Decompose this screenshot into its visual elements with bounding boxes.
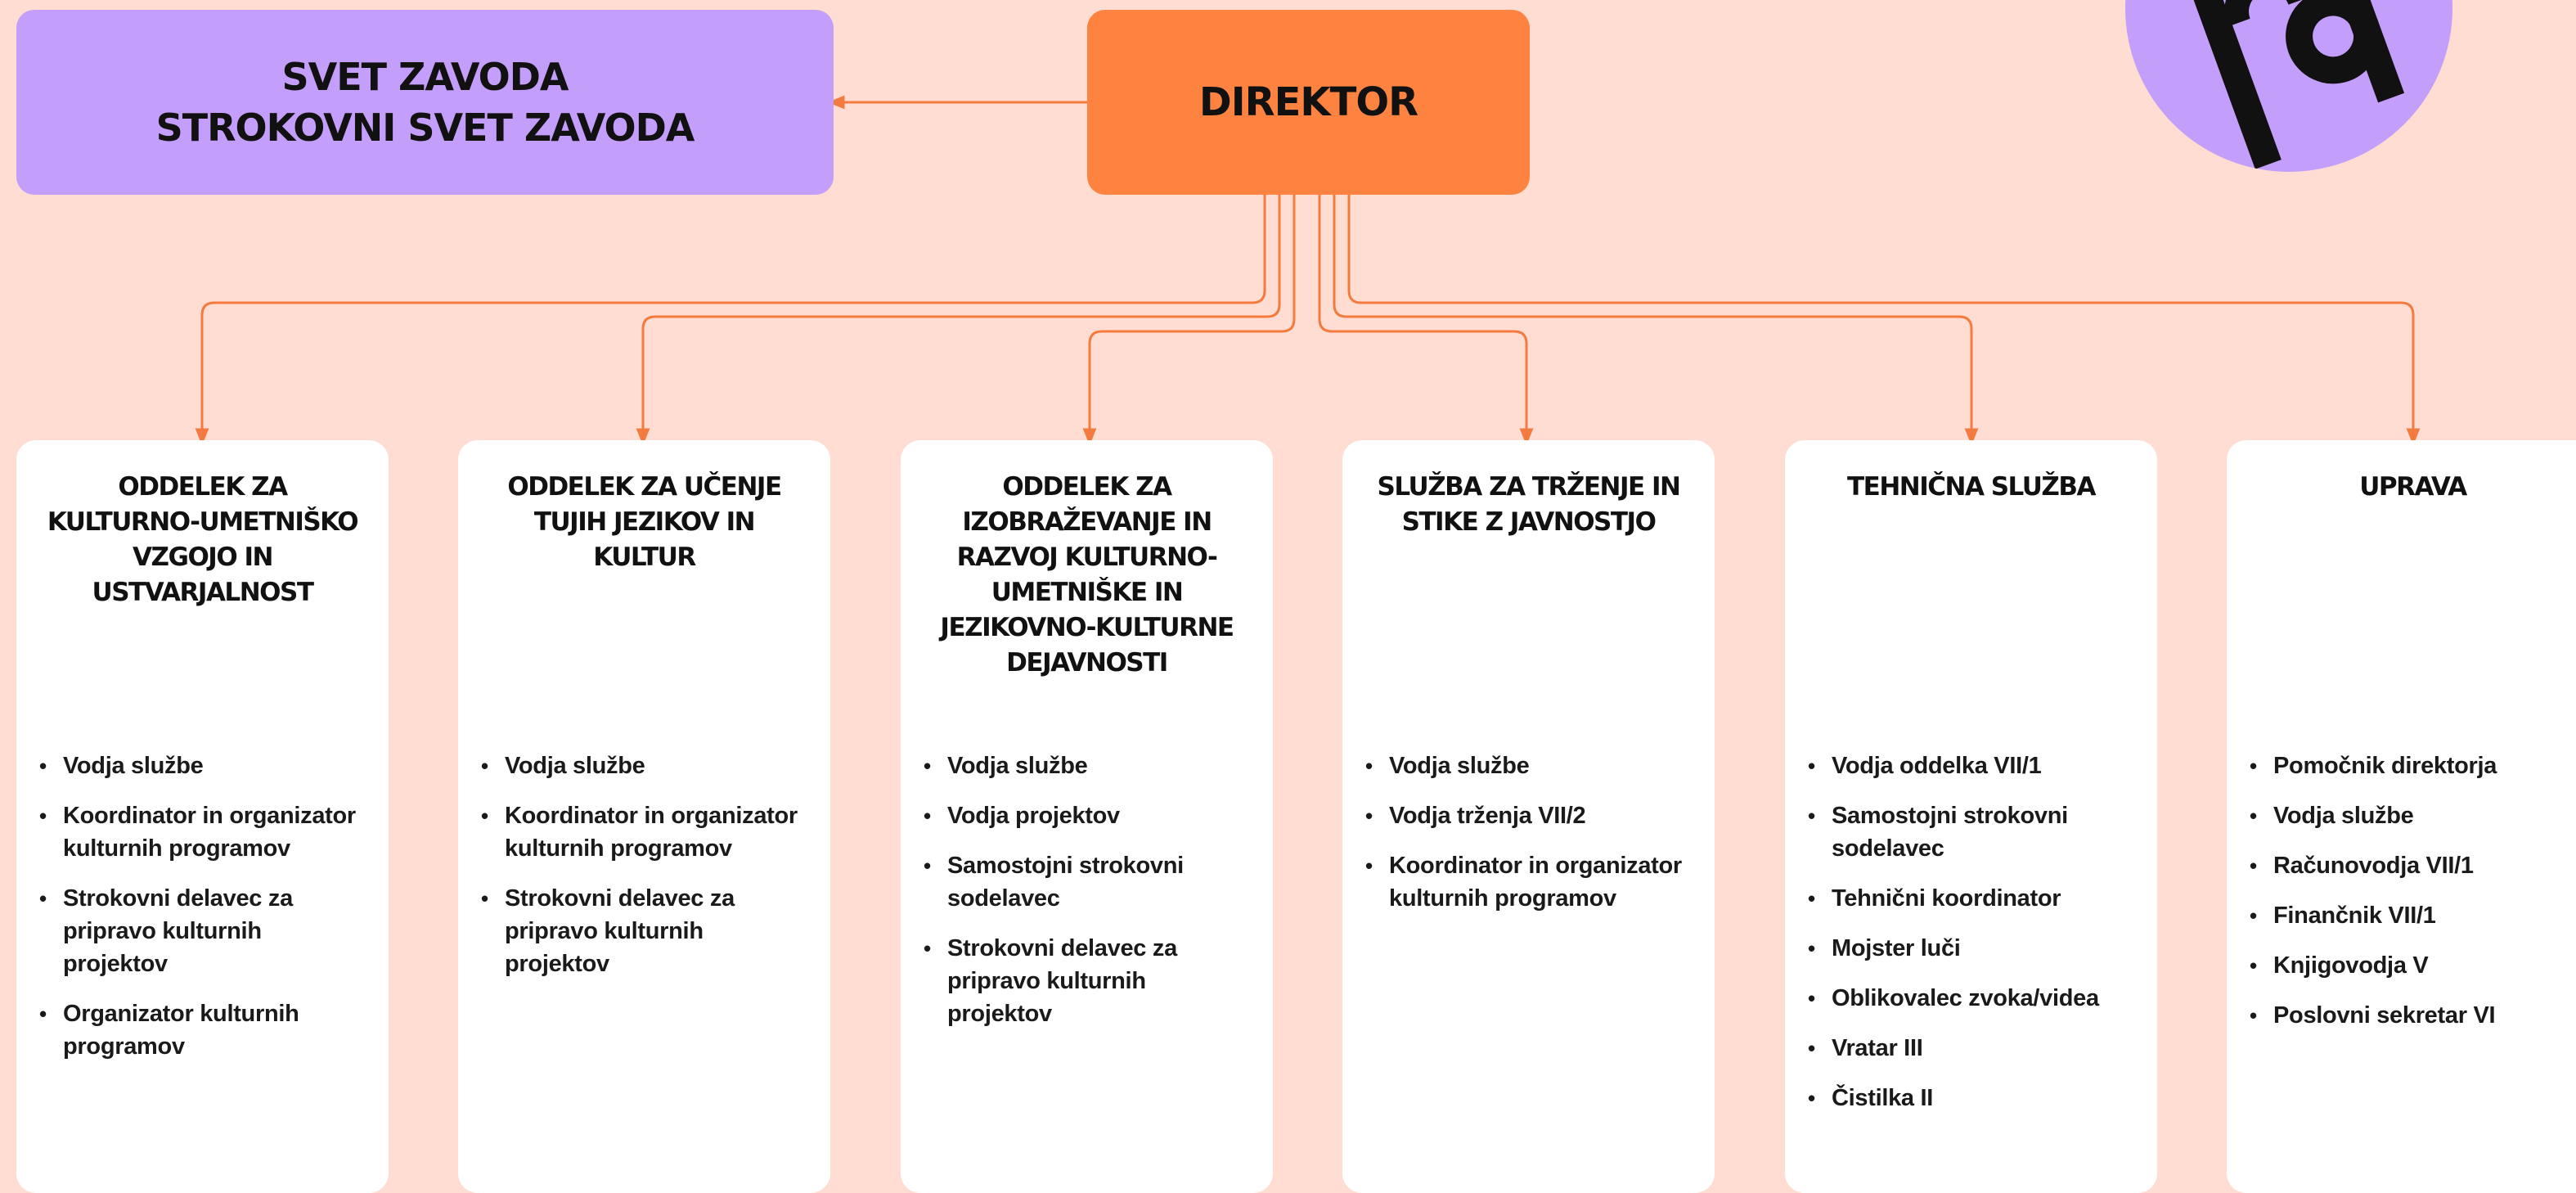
department-role-list: Vodja oddelka VII/1 Samostojni strokovni…: [1808, 750, 2141, 1132]
role-item: Tehnični koordinator: [1808, 882, 2141, 915]
role-item: Vodja trženja VII/2: [1365, 799, 1698, 832]
connector-director-to-dept-3: [1082, 195, 1296, 446]
stylized-lettermark-logo-icon: [2187, 0, 2405, 169]
role-item: Koordinator in organizator kulturnih pro…: [481, 799, 814, 865]
department-role-list: Vodja službe Vodja trženja VII/2 Koordin…: [1365, 750, 1698, 932]
connector-director-to-dept-2: [636, 195, 1281, 446]
department-title: UPRAVA: [2359, 472, 2467, 502]
role-item: Vodja službe: [39, 750, 372, 782]
department-title: SLUŽBA ZA TRŽENJE IN STIKE Z JAVNOSTJO: [1377, 472, 1681, 537]
department-title: ODDELEK ZA IZOBRAŽEVANJE IN RAZVOJ KULTU…: [940, 472, 1234, 678]
role-item: Računovodja VII/1: [2250, 849, 2576, 882]
department-role-list: Pomočnik direktorja Vodja službe Računov…: [2250, 750, 2576, 1049]
role-item: Strokovni delavec za pripravo kulturnih …: [39, 882, 372, 980]
role-item: Vratar III: [1808, 1032, 2141, 1065]
role-item: Vodja oddelka VII/1: [1808, 750, 2141, 782]
department-title: TEHNIČNA SLUŽBA: [1847, 472, 2096, 502]
department-card: ODDELEK ZA IZOBRAŽEVANJE IN RAZVOJ KULTU…: [901, 440, 1273, 1193]
role-item: Poslovni sekretar VI: [2250, 999, 2576, 1032]
role-item: Vodja službe: [924, 750, 1257, 782]
department-role-list: Vodja službe Koordinator in organizator …: [481, 750, 814, 997]
role-item: Oblikovalec zvoka/videa: [1808, 982, 2141, 1015]
department-role-list: Vodja službe Koordinator in organizator …: [39, 750, 372, 1080]
role-item: Vodja projektov: [924, 799, 1257, 832]
department-title: ODDELEK ZA UČENJE TUJIH JEZIKOV IN KULTU…: [507, 472, 782, 572]
governance-line-1: SVET ZAVODA: [281, 55, 569, 99]
role-item: Vodja službe: [481, 750, 814, 782]
role-item: Knjigovodja V: [2250, 949, 2576, 982]
org-connectors: [195, 95, 2421, 446]
connector-director-to-dept-1: [195, 195, 1266, 446]
department-role-list: Vodja službe Vodja projektov Samostojni …: [924, 750, 1257, 1047]
role-item: Strokovni delavec za pripravo kulturnih …: [481, 882, 814, 980]
department-title: ODDELEK ZA KULTURNO-UMETNIŠKO VZGOJO IN …: [47, 472, 359, 607]
role-item: Samostojni strokovni sodelavec: [1808, 799, 2141, 865]
role-item: Koordinator in organizator kulturnih pro…: [39, 799, 372, 865]
department-card: SLUŽBA ZA TRŽENJE IN STIKE Z JAVNOSTJO V…: [1342, 440, 1715, 1193]
director-title: DIREKTOR: [1198, 79, 1418, 125]
director-box: DIREKTOR: [1087, 10, 1530, 195]
role-item: Mojster luči: [1808, 932, 2141, 965]
role-item: Koordinator in organizator kulturnih pro…: [1365, 849, 1698, 915]
role-item: Vodja službe: [1365, 750, 1698, 782]
role-item: Strokovni delavec za pripravo kulturnih …: [924, 932, 1257, 1030]
department-card: ODDELEK ZA KULTURNO-UMETNIŠKO VZGOJO IN …: [16, 440, 389, 1193]
connector-director-to-dept-4: [1318, 195, 1534, 446]
connector-director-to-dept-5: [1333, 195, 1979, 446]
governance-box: SVET ZAVODA STROKOVNI SVET ZAVODA: [16, 10, 834, 195]
role-item: Organizator kulturnih programov: [39, 997, 372, 1063]
role-item: Čistilka II: [1808, 1082, 2141, 1114]
role-item: Finančnik VII/1: [2250, 899, 2576, 932]
department-card: ODDELEK ZA UČENJE TUJIH JEZIKOV IN KULTU…: [458, 440, 830, 1193]
connector-director-to-dept-6: [1347, 195, 2421, 446]
department-card: UPRAVA Pomočnik direktorja Vodja službe …: [2227, 440, 2576, 1193]
governance-line-2: STROKOVNI SVET ZAVODA: [155, 106, 695, 150]
role-item: Samostojni strokovni sodelavec: [924, 849, 1257, 915]
department-card: TEHNIČNA SLUŽBA Vodja oddelka VII/1 Samo…: [1785, 440, 2157, 1193]
role-item: Vodja službe: [2250, 799, 2576, 832]
role-item: Pomočnik direktorja: [2250, 750, 2576, 782]
